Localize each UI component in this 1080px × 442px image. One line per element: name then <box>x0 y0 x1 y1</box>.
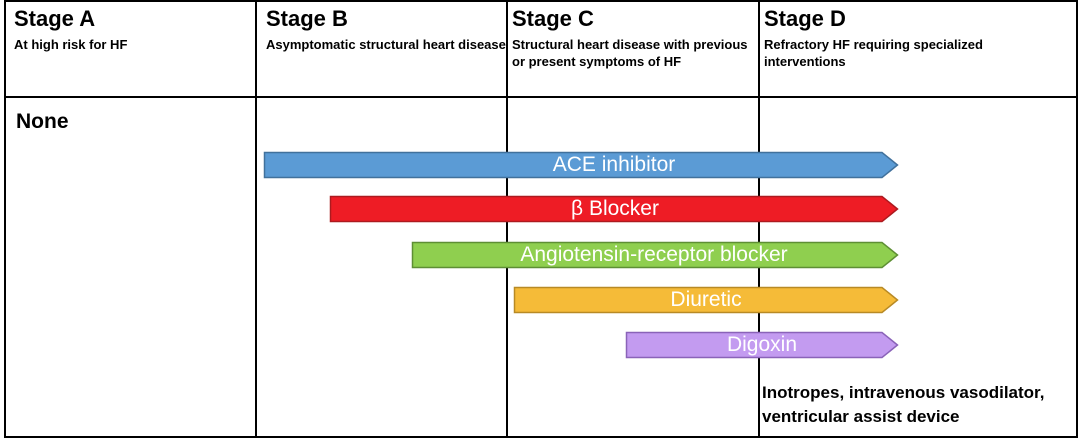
arrow-ace-inhibitor: ACE inhibitor <box>263 151 899 179</box>
stage-c-header: Stage C Structural heart disease with pr… <box>512 6 757 70</box>
stage-c-title: Stage C <box>512 6 594 31</box>
arb-label: Angiotensin-receptor blocker <box>520 243 788 266</box>
arrow-diuretic: Diuretic <box>513 286 899 314</box>
stage-a-subtitle: At high risk for HF <box>14 37 128 52</box>
beta-blocker-arrow-shape <box>329 195 899 223</box>
beta-blocker-label: β Blocker <box>571 197 659 220</box>
digoxin-arrow-shape <box>625 331 899 359</box>
ace-inhibitor-arrow-shape <box>263 151 899 179</box>
stage-d-header: Stage D Refractory HF requiring speciali… <box>764 6 1009 70</box>
stage-b-subtitle: Asymptomatic structural heart disease <box>266 37 506 52</box>
arb-arrow-shape <box>411 241 899 269</box>
diagram-frame <box>4 0 1078 438</box>
header-divider <box>4 96 1078 98</box>
stage-d-subtitle: Refractory HF requiring specialized inte… <box>764 37 983 69</box>
stage-a-therapy-none: None <box>16 110 69 133</box>
arrow-beta-blocker: β Blocker <box>329 195 899 223</box>
column-divider-ab <box>255 0 257 438</box>
arrow-angiotensin-receptor-blocker: Angiotensin-receptor blocker <box>411 241 899 269</box>
stage-b-header: Stage B Asymptomatic structural heart di… <box>266 6 511 53</box>
diuretic-label: Diuretic <box>670 288 742 311</box>
arrow-digoxin: Digoxin <box>625 331 899 359</box>
stage-d-interventions-note: Inotropes, intravenous vasodilator, vent… <box>762 383 1045 426</box>
stage-a-title: Stage A <box>14 6 96 31</box>
digoxin-label: Digoxin <box>726 333 798 356</box>
ace-inhibitor-label: ACE inhibitor <box>552 153 676 176</box>
stage-b-title: Stage B <box>266 6 348 31</box>
stage-c-subtitle: Structural heart disease with previous o… <box>512 37 748 69</box>
stage-a-header: Stage A At high risk for HF <box>14 6 259 53</box>
stage-d-title: Stage D <box>764 6 846 31</box>
diuretic-arrow-shape <box>513 286 899 314</box>
